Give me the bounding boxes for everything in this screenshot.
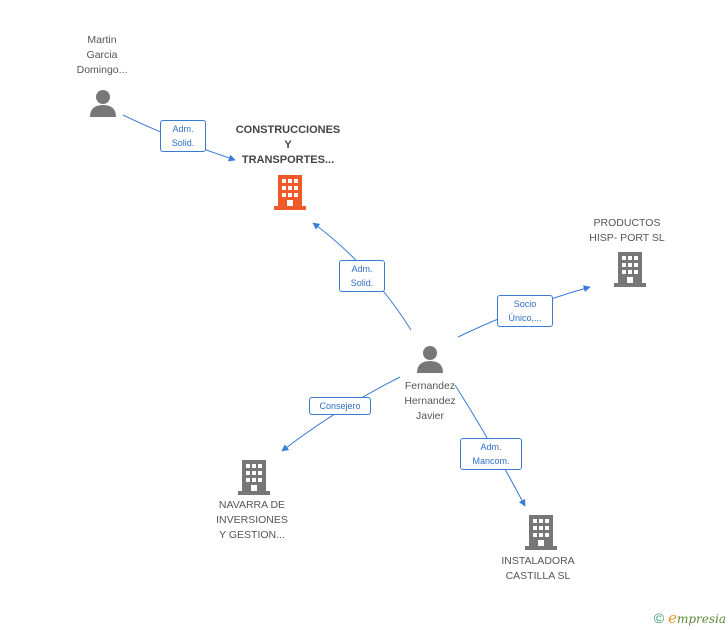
brand-footer: © empresia — [654, 609, 726, 627]
edge-label-fernandez-productos[interactable]: Socio Único,... — [497, 295, 553, 327]
copyright-icon: © — [653, 610, 665, 626]
person-icon[interactable] — [415, 344, 445, 374]
node-construcciones-label[interactable]: CONSTRUCCIONES Y TRANSPORTES... — [235, 124, 341, 166]
edge-label-martin-construcciones[interactable]: Adm. Solid. — [160, 120, 206, 152]
building-icon[interactable] — [525, 514, 557, 550]
edge-label-fernandez-navarra[interactable]: Consejero — [309, 397, 371, 415]
node-navarra-label[interactable]: NAVARRA DE INVERSIONES Y GESTION... — [216, 499, 288, 541]
building-icon[interactable] — [614, 251, 646, 287]
brand-logo: empresia — [668, 609, 726, 627]
building-icon-main[interactable] — [274, 174, 306, 210]
edge-label-fernandez-instaladora[interactable]: Adm. Mancom. — [460, 438, 522, 470]
node-fernandez-label[interactable]: Fernandez Hernandez Javier — [404, 380, 456, 422]
building-icon[interactable] — [238, 459, 270, 495]
node-martin-label[interactable]: Martin Garcia Domingo... — [76, 34, 128, 76]
edge-label-fernandez-construcciones[interactable]: Adm. Solid. — [339, 260, 385, 292]
person-icon[interactable] — [88, 88, 118, 118]
node-instaladora-label[interactable]: INSTALADORA CASTILLA SL — [501, 555, 575, 582]
node-productos-label[interactable]: PRODUCTOS HISP- PORT SL — [589, 217, 665, 244]
